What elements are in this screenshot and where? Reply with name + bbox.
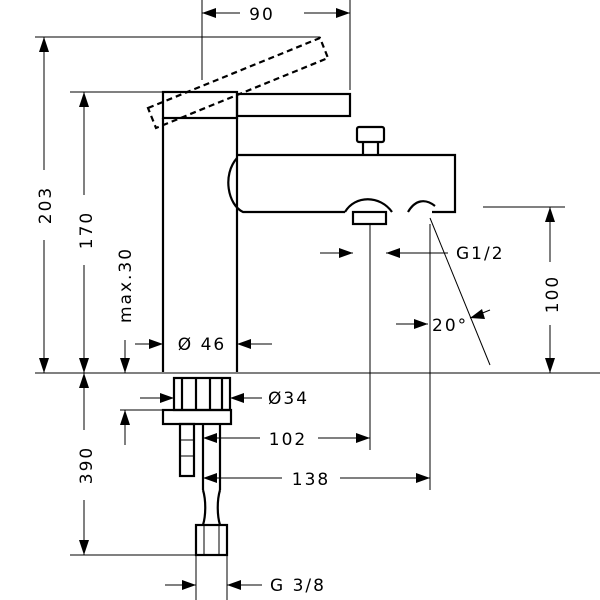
dimension-angle20-label: 20° — [432, 316, 468, 336]
dimension-138: 138 — [203, 470, 430, 490]
dimension-dia46: Ø 46 — [135, 335, 272, 355]
dimension-170: 170 — [77, 92, 97, 373]
lever-raised-outline — [146, 36, 330, 130]
faucet-body — [161, 90, 457, 372]
dimension-203: 203 — [36, 37, 56, 373]
dimension-dia34-label: Ø34 — [268, 389, 309, 409]
dimension-100: 100 — [543, 207, 563, 373]
extension-lines — [35, 0, 565, 600]
dimension-angle20: 20° — [396, 309, 491, 336]
dimension-g12-label: G1/2 — [456, 244, 505, 264]
dimension-170-label: 170 — [77, 211, 97, 249]
dimension-102: 102 — [203, 430, 370, 450]
dimension-g38-label: G 3/8 — [270, 576, 326, 596]
dimension-90-label: 90 — [249, 5, 275, 25]
dimension-max30: max.30 — [116, 247, 136, 373]
dimension-138-label: 138 — [292, 470, 330, 490]
dimension-g38: G 3/8 — [165, 576, 326, 596]
dimension-100-label: 100 — [543, 275, 563, 313]
dimension-90: 90 — [202, 5, 350, 25]
mounting-assembly — [161, 376, 233, 557]
dimension-dia34: Ø34 — [140, 389, 309, 409]
dimension-g12: G1/2 — [320, 244, 505, 264]
dimension-mount-thickness — [120, 410, 130, 445]
dimension-dia46-label: Ø 46 — [178, 335, 226, 355]
dimension-390-label: 390 — [77, 446, 97, 484]
dimension-203-label: 203 — [36, 186, 56, 224]
dimension-390: 390 — [77, 373, 97, 555]
dimension-max30-label: max.30 — [116, 247, 136, 323]
dimension-102-label: 102 — [269, 430, 307, 450]
